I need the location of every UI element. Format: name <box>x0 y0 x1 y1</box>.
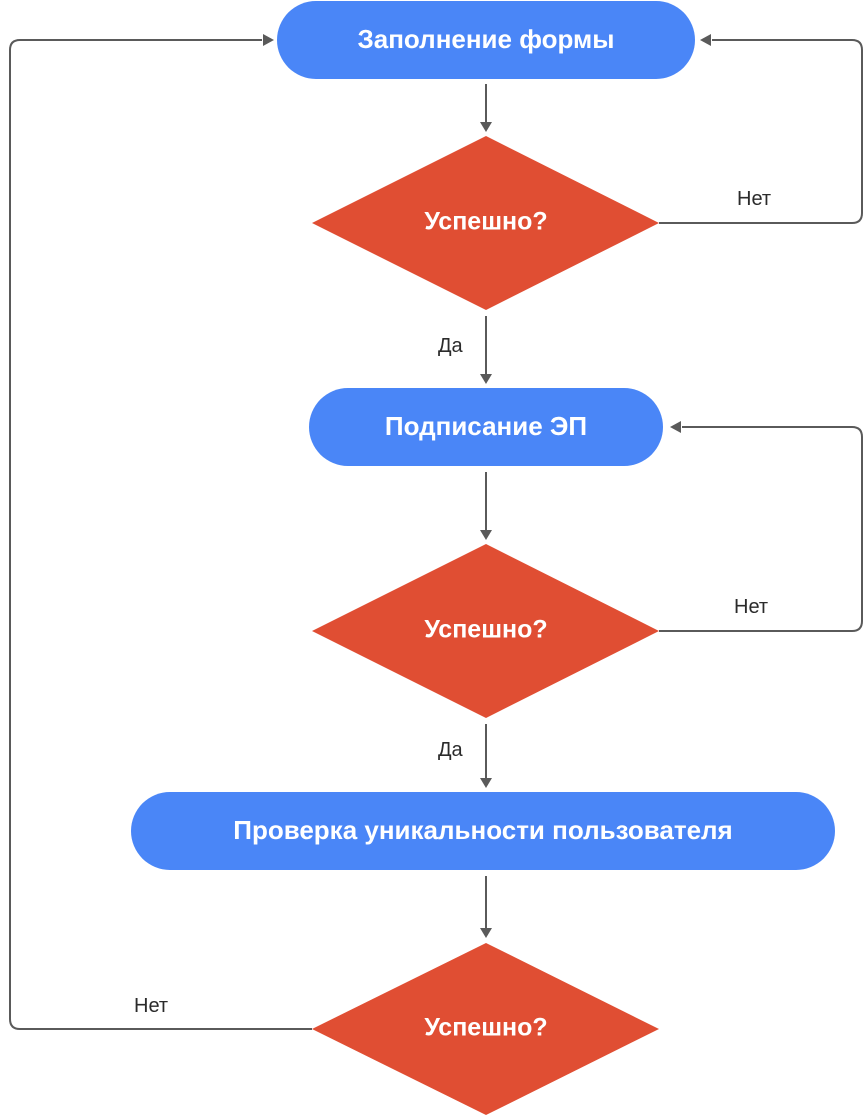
arrowhead <box>480 530 492 540</box>
edge-label-no-3: Нет <box>134 995 168 1017</box>
arrowhead <box>480 778 492 788</box>
edge-label-yes-2: Да <box>438 739 464 761</box>
node-check-3-label: Успешно? <box>424 1014 547 1042</box>
arrowhead <box>480 374 492 384</box>
node-check-1 <box>312 136 659 310</box>
edge-label-no-1: Нет <box>737 188 771 210</box>
node-sign-ep <box>309 388 663 466</box>
node-sign-ep-label: Подписание ЭП <box>385 411 587 441</box>
node-check-user <box>131 792 835 870</box>
edge-label-no-2: Нет <box>734 596 768 618</box>
node-check-2-label: Успешно? <box>424 616 547 644</box>
arrowhead <box>670 421 681 433</box>
node-check-2 <box>312 544 659 718</box>
arrowhead <box>263 34 274 46</box>
node-fill-form <box>277 1 695 79</box>
node-check-1-label: Успешно? <box>424 208 547 236</box>
arrowhead <box>480 122 492 132</box>
edge-check1-no <box>659 39 863 224</box>
arrowhead <box>480 928 492 938</box>
node-check-user-label: Проверка уникальности пользователя <box>233 815 732 845</box>
node-fill-form-label: Заполнение формы <box>357 24 614 54</box>
edge-check3-no <box>9 39 312 1030</box>
node-check-3 <box>312 943 659 1115</box>
edge-check2-no <box>659 426 863 632</box>
arrowhead <box>700 34 711 46</box>
edge-label-yes-1: Да <box>438 335 464 357</box>
